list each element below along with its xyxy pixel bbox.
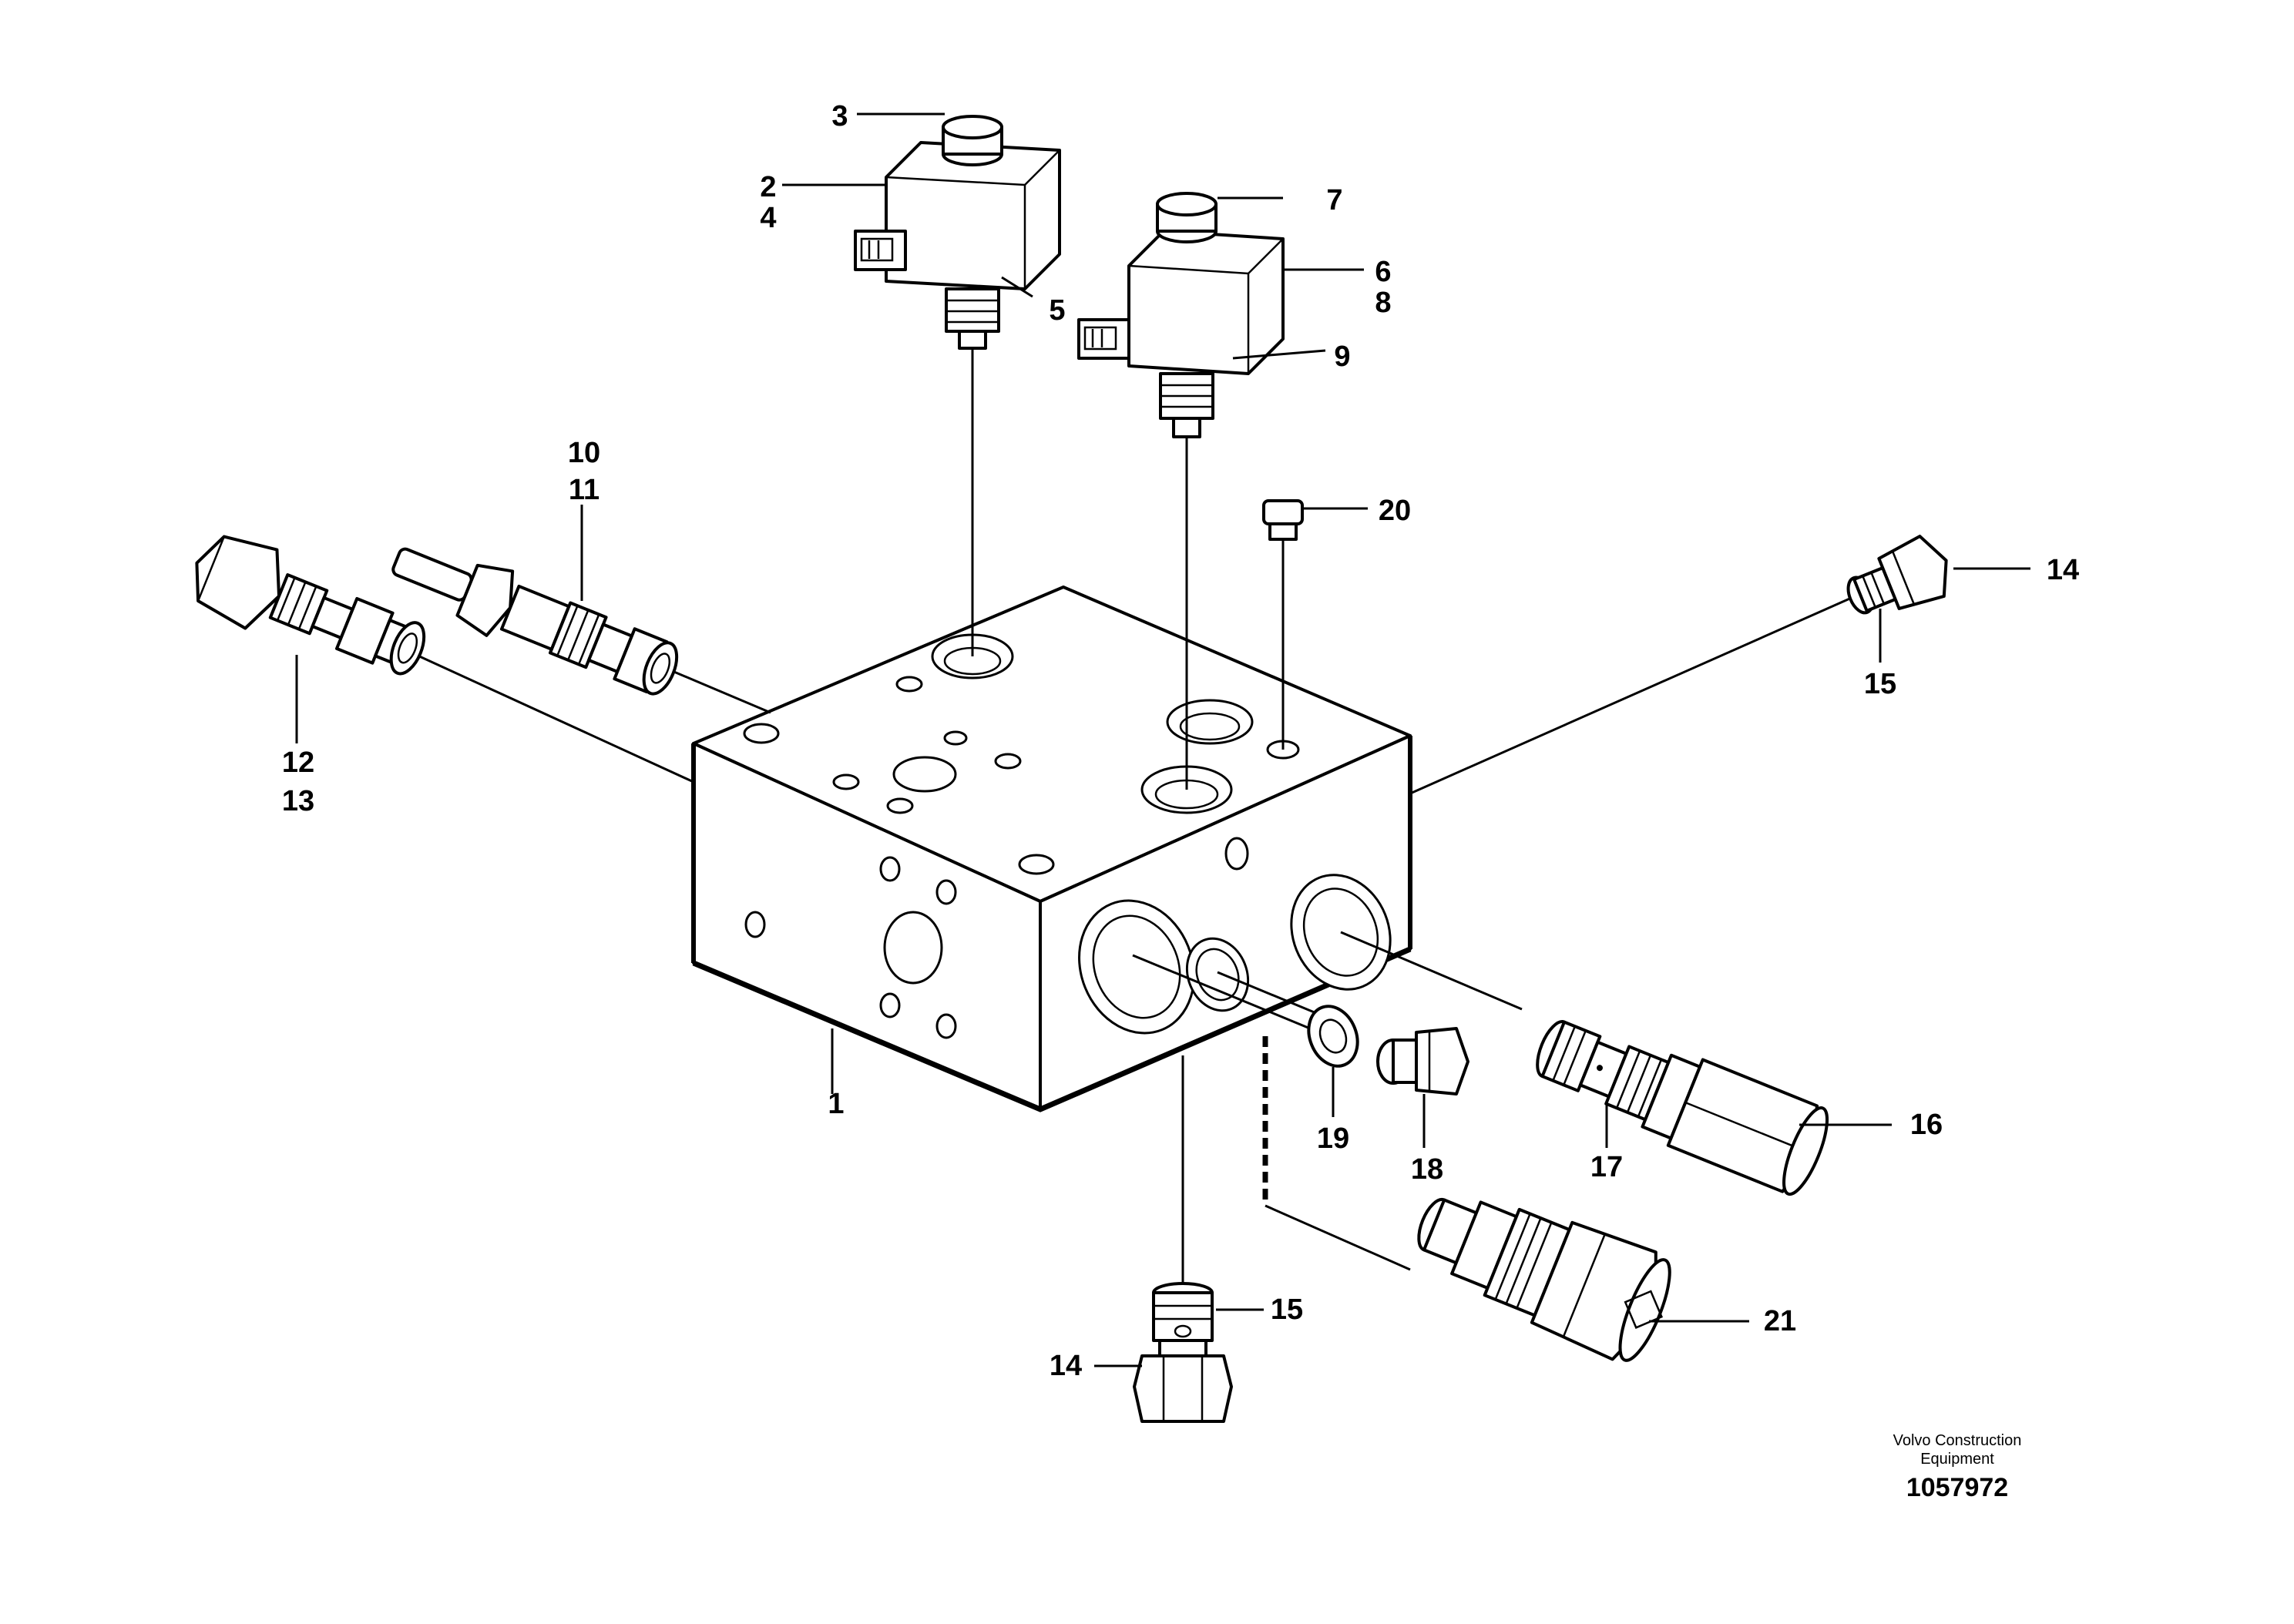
callout-15-lower: 15 bbox=[1271, 1293, 1303, 1326]
callout-20: 20 bbox=[1379, 495, 1411, 527]
brand-line-1: Volvo Construction bbox=[1893, 1432, 2022, 1449]
callout-7: 7 bbox=[1326, 184, 1342, 216]
callout-6: 6 bbox=[1375, 256, 1391, 288]
callout-21: 21 bbox=[1764, 1305, 1796, 1337]
callout-2: 2 bbox=[760, 171, 776, 203]
assembly-lines bbox=[415, 347, 1854, 1287]
valve-block bbox=[691, 586, 1412, 1112]
callout-13: 13 bbox=[282, 785, 314, 817]
solenoid-knob-lower bbox=[1156, 192, 1218, 216]
callout-5: 5 bbox=[1049, 294, 1065, 327]
fitting-14-lower bbox=[1133, 1282, 1233, 1423]
callout-3: 3 bbox=[831, 100, 848, 133]
callout-18: 18 bbox=[1411, 1153, 1443, 1186]
cartridge-valve-10 bbox=[391, 547, 679, 696]
callout-11: 11 bbox=[569, 474, 600, 506]
callout-15-upper: 15 bbox=[1864, 668, 1896, 700]
callout-1: 1 bbox=[828, 1088, 844, 1120]
callout-10: 10 bbox=[568, 437, 600, 469]
callout-16: 16 bbox=[1910, 1109, 1943, 1141]
plug-18 bbox=[1376, 1027, 1469, 1096]
callout-4: 4 bbox=[760, 202, 776, 234]
callout-9: 9 bbox=[1334, 341, 1350, 373]
footer-stamp: Volvo Construction Equipment 1057972 bbox=[1893, 1432, 2022, 1502]
cartridge-valve-12 bbox=[195, 535, 426, 676]
solenoid-valve-lower bbox=[1077, 192, 1285, 438]
callout-14-lower: 14 bbox=[1050, 1350, 1082, 1382]
relief-valve-16 bbox=[1536, 1020, 1829, 1196]
callout-labels: 3 2 4 5 7 6 8 9 20 10 11 12 13 14 15 1 1… bbox=[282, 100, 2079, 1382]
leader-lines bbox=[295, 112, 2030, 1367]
brand-line-2: Equipment bbox=[1920, 1451, 1994, 1468]
solenoid-valve-upper bbox=[854, 115, 1061, 350]
callout-17: 17 bbox=[1590, 1151, 1623, 1183]
callout-19: 19 bbox=[1317, 1122, 1349, 1155]
valve-21 bbox=[1417, 1197, 1671, 1362]
plug-20 bbox=[1262, 499, 1304, 541]
callout-14-upper: 14 bbox=[2047, 554, 2079, 586]
document-number: 1057972 bbox=[1906, 1473, 2008, 1502]
washer-19 bbox=[1307, 1005, 1359, 1068]
solenoid-knob-upper bbox=[942, 115, 1003, 139]
callout-8: 8 bbox=[1375, 287, 1391, 319]
fitting-14-upper bbox=[1846, 535, 1948, 615]
callout-12: 12 bbox=[282, 747, 314, 779]
